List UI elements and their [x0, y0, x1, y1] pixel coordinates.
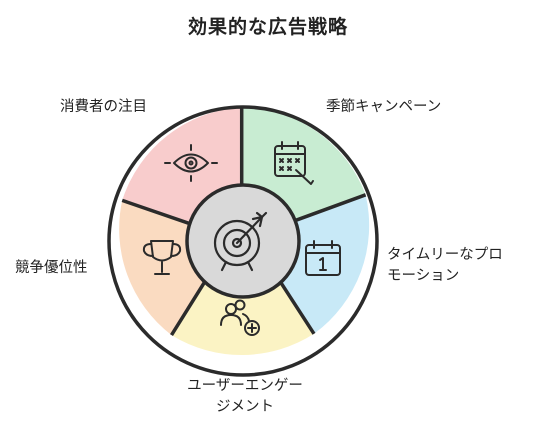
label-consumer-attention: 消費者の注目 [60, 99, 147, 115]
divider-line [292, 193, 367, 223]
label-timely-promotion-line2: モーション [387, 268, 460, 284]
label-user-engagement-line1: ユーザーエンゲー [187, 378, 303, 394]
label-user-engagement-line2: ジメント [216, 399, 274, 415]
label-competitive-advantage: 競争優位性 [15, 260, 88, 276]
page-title: 効果的な広告戦略 [187, 16, 348, 38]
divider-line [121, 198, 194, 227]
label-user-engagement: ユーザーエンゲー ジメント [150, 376, 340, 418]
center-hub [185, 183, 301, 299]
outer-ring [107, 105, 379, 377]
calendar-one-icon [305, 240, 341, 276]
eye-target-icon [164, 144, 218, 182]
label-seasonal-campaign: 季節キャンペーン [326, 99, 442, 115]
user-add-icon [220, 299, 260, 336]
target-arrow-icon [213, 211, 268, 272]
trophy-icon [142, 240, 182, 275]
label-timely-promotion: タイムリーなプロ モーション [387, 245, 503, 287]
label-timely-promotion-line1: タイムリーなプロ [387, 247, 503, 263]
calendar-icon [274, 141, 314, 185]
